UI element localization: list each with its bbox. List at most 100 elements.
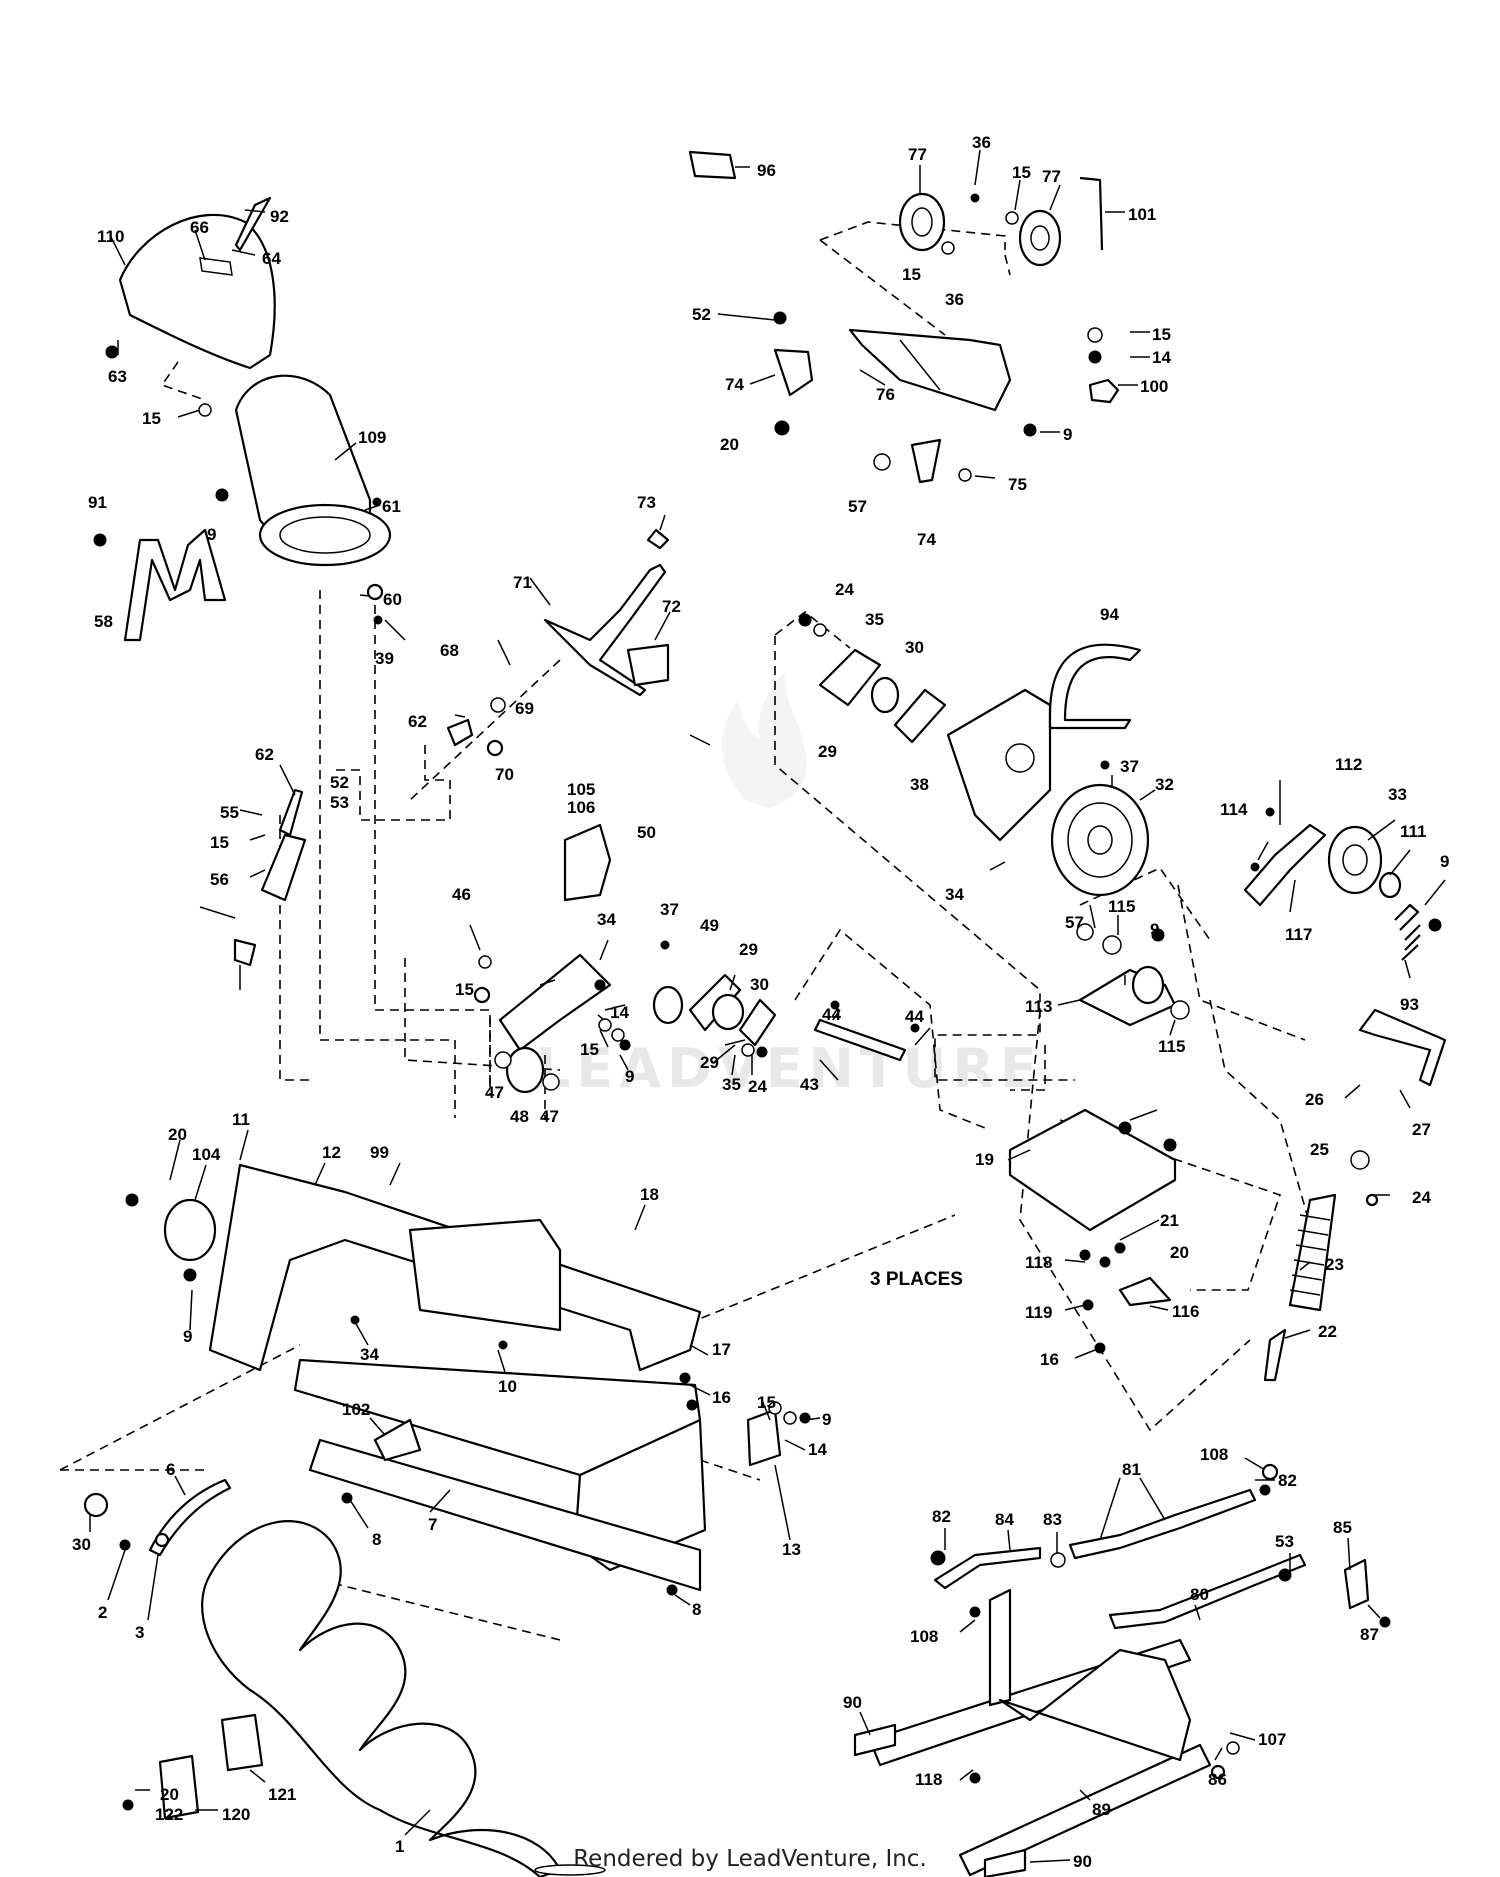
callout: 39 xyxy=(375,649,394,668)
callout: 102 xyxy=(342,1400,370,1419)
callout: 27 xyxy=(1412,1120,1431,1139)
callout: 9 xyxy=(183,1327,192,1346)
callout: 36 xyxy=(972,133,991,152)
callout: 20 xyxy=(1170,1243,1189,1262)
callout: 87 xyxy=(1360,1625,1379,1644)
callout: 73 xyxy=(637,493,656,512)
callout: 118 xyxy=(1025,1253,1052,1272)
callout: 74 xyxy=(725,375,744,394)
callout: 3 xyxy=(135,1623,144,1642)
callout: 82 xyxy=(932,1507,951,1526)
callout: 14 xyxy=(1152,348,1171,367)
callout: 30 xyxy=(905,638,924,657)
leader-lines xyxy=(89,149,1446,1863)
callout: 89 xyxy=(1092,1800,1111,1819)
callout: 101 xyxy=(1128,205,1156,224)
callout: 86 xyxy=(1208,1770,1227,1789)
callout: 120 xyxy=(222,1805,250,1824)
callout: 22 xyxy=(1318,1322,1337,1341)
callout: 113 xyxy=(1025,997,1052,1016)
callout: 99 xyxy=(370,1143,389,1162)
callout: 111 xyxy=(1400,822,1427,841)
callout: 15 xyxy=(1012,163,1031,182)
callout: 16 xyxy=(712,1388,731,1407)
callout: 17 xyxy=(712,1340,731,1359)
callout: 72 xyxy=(662,597,681,616)
callout: 15 xyxy=(210,833,229,852)
callout: 14 xyxy=(610,1003,629,1022)
callout: 34 xyxy=(597,910,616,929)
parts-artwork xyxy=(118,150,1447,1877)
callout: 96 xyxy=(757,161,776,180)
callout: 12 xyxy=(322,1143,341,1162)
callout: 77 xyxy=(908,145,927,164)
callout: 13 xyxy=(782,1540,801,1559)
callout: 8 xyxy=(372,1530,381,1549)
callout: 9 xyxy=(1063,425,1072,444)
callout: 118 xyxy=(915,1770,942,1789)
callout: 9 xyxy=(1440,852,1449,871)
callout: 83 xyxy=(1043,1510,1062,1529)
callout: 94 xyxy=(1100,605,1119,624)
callout: 38 xyxy=(910,775,929,794)
callout: 25 xyxy=(1310,1140,1329,1159)
callout: 108 xyxy=(910,1627,938,1646)
callout: 7 xyxy=(428,1515,437,1534)
callout: 6 xyxy=(166,1460,175,1479)
callout: 76 xyxy=(876,385,895,404)
callout: 34 xyxy=(945,885,964,904)
callout: 119 xyxy=(1025,1303,1052,1322)
callout: 49 xyxy=(700,916,719,935)
callout: 105 xyxy=(567,780,595,799)
callout: 46 xyxy=(452,885,471,904)
callout: 57 xyxy=(848,497,867,516)
callout: 107 xyxy=(1258,1730,1286,1749)
callout: 18 xyxy=(640,1185,659,1204)
callout: 91 xyxy=(88,493,107,512)
callout: 19 xyxy=(975,1150,994,1169)
callout: 63 xyxy=(108,367,127,386)
callout: 29 xyxy=(700,1053,719,1072)
callout: 15 xyxy=(1152,325,1171,344)
callout: 53 xyxy=(330,793,349,812)
callout: 112 xyxy=(1335,755,1362,774)
callout: 75 xyxy=(1008,475,1027,494)
callout: 33 xyxy=(1388,785,1407,804)
callout: 15 xyxy=(757,1393,776,1412)
callout: 9 xyxy=(1150,920,1159,939)
callout: 58 xyxy=(94,612,113,631)
callout: 23 xyxy=(1325,1255,1344,1274)
callout: 69 xyxy=(515,699,534,718)
callout: 37 xyxy=(660,900,679,919)
callout: 47 xyxy=(540,1107,559,1126)
callout: 57 xyxy=(1065,913,1084,932)
callout: 20 xyxy=(160,1785,179,1804)
callout: 80 xyxy=(1190,1585,1209,1604)
callout: 50 xyxy=(637,823,656,842)
callout: 44 xyxy=(905,1007,924,1026)
callout: 15 xyxy=(580,1040,599,1059)
callout: 37 xyxy=(1120,757,1139,776)
callout: 110 xyxy=(97,227,124,246)
callout: 104 xyxy=(192,1145,221,1164)
callout: 20 xyxy=(168,1125,187,1144)
callout: 1 xyxy=(395,1837,404,1856)
callout: 15 xyxy=(455,980,474,999)
callout: 117 xyxy=(1285,925,1312,944)
callout: 2 xyxy=(98,1603,107,1622)
callout: 77 xyxy=(1042,167,1061,186)
three-places-note: 3 PLACES xyxy=(870,1269,963,1290)
callout: 61 xyxy=(382,497,401,516)
callout: 116 xyxy=(1172,1302,1199,1321)
callout: 71 xyxy=(513,573,532,592)
callout: 85 xyxy=(1333,1518,1352,1537)
callout: 32 xyxy=(1155,775,1174,794)
callout: 8 xyxy=(692,1600,701,1619)
callout: 115 xyxy=(1158,1037,1185,1056)
callout: 15 xyxy=(142,409,161,428)
callout: 15 xyxy=(902,265,921,284)
callout: 16 xyxy=(1040,1350,1059,1369)
callout: 52 xyxy=(692,305,711,324)
callout: 29 xyxy=(739,940,758,959)
